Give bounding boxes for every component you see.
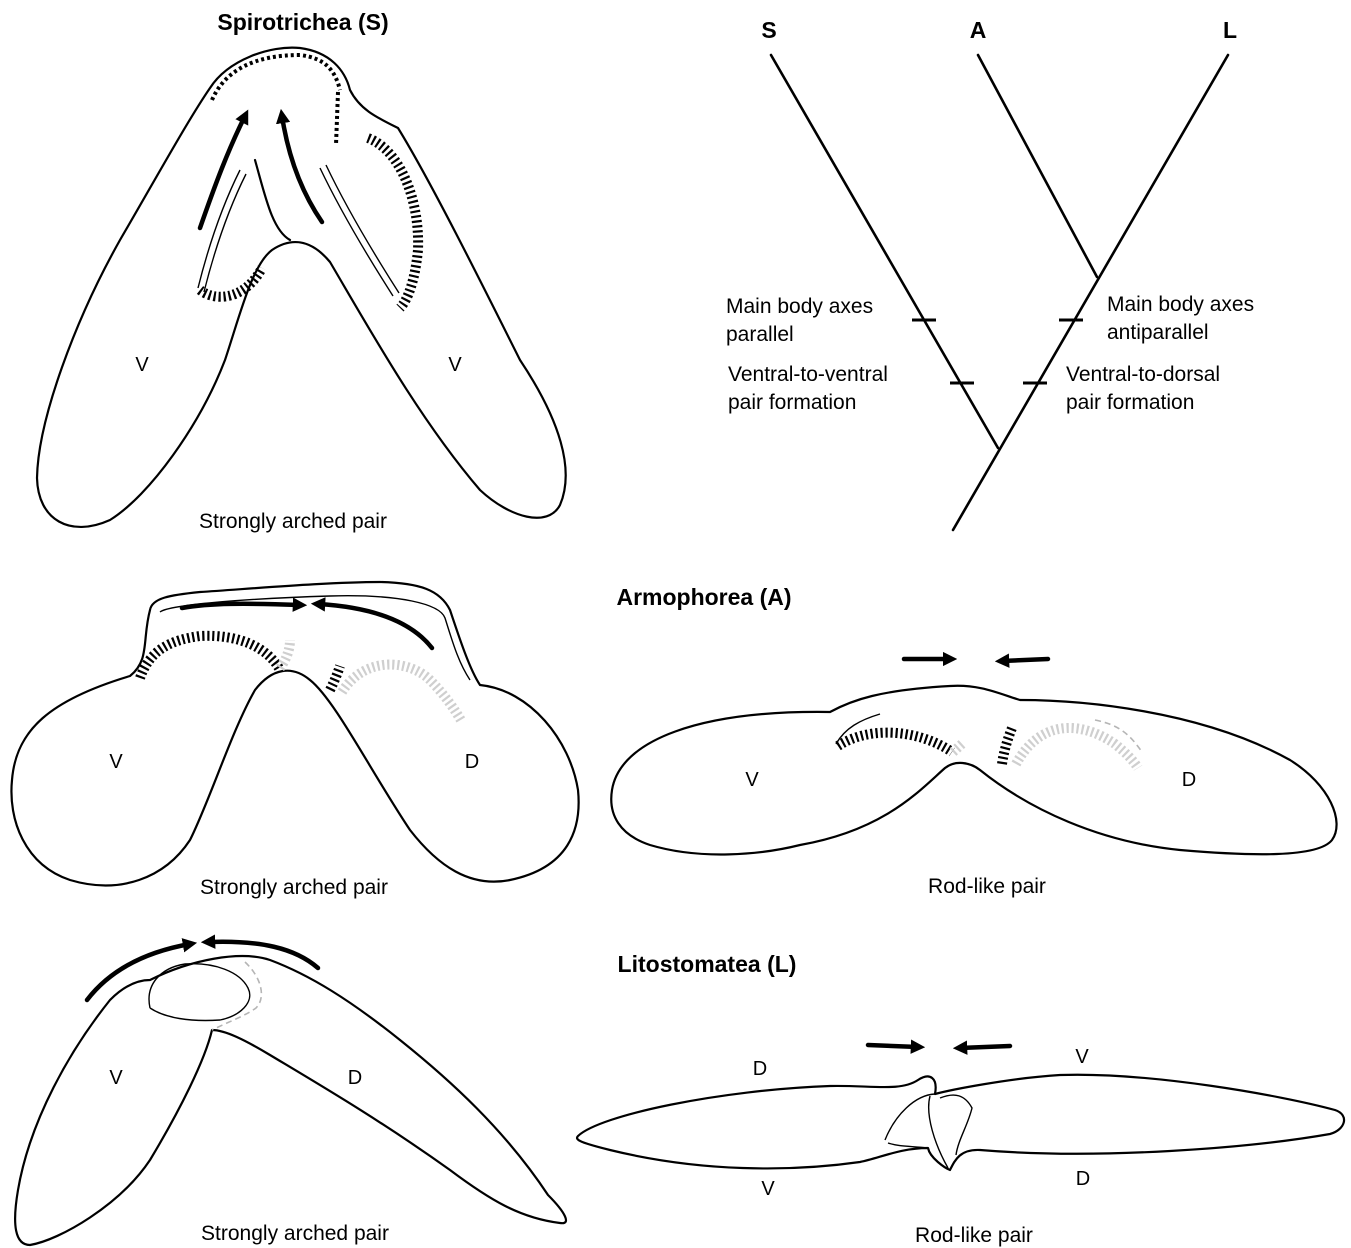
armophorea-rod-left-mark: V — [745, 769, 759, 791]
litostomatea-rod-left-arrow — [868, 1045, 918, 1047]
armophorea-arched-right-arrow — [318, 604, 432, 648]
litostomatea-rod-bottom-left-mark: V — [761, 1178, 775, 1200]
spirotrichea-apical-cilia — [212, 55, 340, 100]
armophorea-arched-right-mark: D — [465, 751, 479, 773]
litostomatea-arched-panel: Litostomatea (L) V D Strongly arched pai… — [15, 942, 796, 1245]
tree-tip-a: A — [970, 17, 987, 43]
litostomatea-rod-bottom-right-mark: D — [1076, 1168, 1090, 1190]
litostomatea-rod-right-arrow — [960, 1046, 1010, 1048]
armophorea-title: Armophorea (A) — [616, 584, 791, 610]
right-pairing-note: Ventral-to-dorsal pair formation — [1066, 363, 1226, 414]
left-axes-note-line-1: Main body axes — [726, 295, 873, 318]
left-pairing-note-line-2: pair formation — [728, 391, 856, 414]
armophorea-rod-right-cilia-faded — [1016, 728, 1138, 768]
spirotrichea-left-mark: V — [135, 354, 149, 376]
litostomatea-rod-top-left-mark: D — [753, 1058, 767, 1080]
spirotrichea-panel: Spirotrichea (S) V V Strongly arched pai… — [37, 9, 566, 533]
spirotrichea-right-lip — [320, 165, 399, 296]
litostomatea-rod-panel: D V V D Rod-like pair — [577, 1045, 1344, 1247]
spirotrichea-title: Spirotrichea (S) — [217, 9, 388, 35]
litostomatea-arched-right-mark: D — [348, 1067, 362, 1089]
armophorea-rod-cell-pair — [611, 686, 1336, 855]
tree-tip-l: L — [1223, 17, 1237, 43]
armophorea-rod-left-cilia-faded — [953, 742, 964, 752]
litostomatea-arched-left-mark: V — [109, 1067, 123, 1089]
litostomatea-title: Litostomatea (L) — [618, 951, 797, 977]
litostomatea-arched-right-arrow — [208, 942, 318, 968]
armophorea-rod-right-mark: D — [1182, 769, 1196, 791]
litostomatea-rod-right-cytostome — [929, 1095, 972, 1168]
litostomatea-rod-top-right-mark: V — [1075, 1046, 1089, 1068]
armophorea-rod-right-cilia — [1002, 728, 1012, 764]
left-axes-note-line-2: parallel — [726, 323, 794, 346]
litostomatea-rod-caption: Rod-like pair — [915, 1224, 1033, 1247]
right-pairing-note-line-1: Ventral-to-dorsal — [1066, 363, 1220, 386]
right-axes-note: Main body axes antiparallel — [1107, 293, 1260, 344]
left-pairing-note: Ventral-to-ventral pair formation — [728, 363, 894, 414]
phylogeny-tree: S A L Main body axes parallel Ventral-to… — [726, 17, 1260, 530]
litostomatea-rod-left-cytostome — [885, 1094, 935, 1148]
armophorea-rod-right-arrow — [1002, 659, 1048, 661]
armophorea-arched-left-mark: V — [109, 751, 123, 773]
spirotrichea-inner-fold — [255, 160, 290, 240]
right-axes-note-line-1: Main body axes — [1107, 293, 1254, 316]
armophorea-rod-panel: V D Rod-like pair — [611, 659, 1336, 898]
spirotrichea-right-arrow — [282, 116, 322, 222]
armophorea-arched-caption: Strongly arched pair — [200, 876, 388, 899]
spirotrichea-cilia-stub — [336, 92, 338, 145]
tree-tip-s: S — [761, 17, 776, 43]
right-axes-note-line-2: antiparallel — [1107, 321, 1209, 344]
left-axes-note: Main body axes parallel — [726, 295, 879, 346]
litostomatea-arched-caption: Strongly arched pair — [201, 1222, 389, 1245]
tree-branch-a — [978, 55, 1097, 277]
litostomatea-arched-cytostome — [149, 964, 250, 1021]
litostomatea-rod-cell-pair — [577, 1075, 1344, 1170]
armophorea-arched-cell-pair — [11, 582, 578, 885]
armophorea-rod-left-cilia — [838, 733, 952, 752]
litostomatea-arched-left-arrow — [87, 944, 190, 1000]
spirotrichea-caption: Strongly arched pair — [199, 510, 387, 533]
armophorea-arched-left-arrow — [182, 604, 300, 608]
armophorea-arched-right-cilia — [330, 666, 340, 690]
right-pairing-note-line-2: pair formation — [1066, 391, 1194, 414]
armophorea-arched-right-cilia-faded — [342, 665, 462, 722]
spirotrichea-left-lip — [198, 170, 246, 292]
armophorea-rod-caption: Rod-like pair — [928, 875, 1046, 898]
tree-branch-s — [771, 55, 998, 448]
litostomatea-arched-cell-pair — [15, 956, 566, 1245]
spirotrichea-cell-pair — [37, 48, 566, 527]
armophorea-arched-left-cilia — [140, 636, 280, 678]
left-pairing-note-line-1: Ventral-to-ventral — [728, 363, 888, 386]
spirotrichea-right-mark: V — [448, 354, 462, 376]
